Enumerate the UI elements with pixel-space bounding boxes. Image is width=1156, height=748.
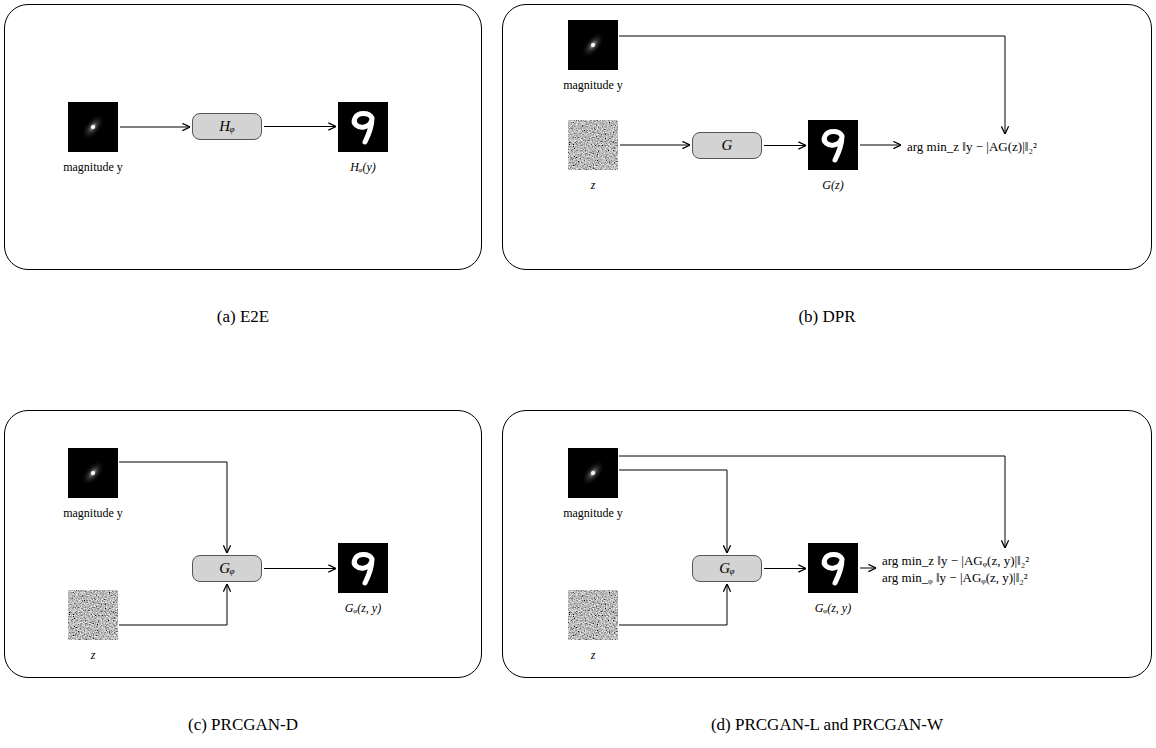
- panel-caption: (a) E2E: [217, 307, 269, 327]
- flow-arrow: [619, 584, 727, 625]
- network-name: G: [722, 137, 733, 154]
- digit-image: [808, 543, 858, 593]
- flow-arrow: [264, 126, 336, 127]
- image-label: Gᵩ(z, y): [815, 601, 851, 616]
- flow-arrow: [619, 36, 1005, 134]
- noise-image: [568, 590, 618, 640]
- magnitude-image: [68, 102, 118, 152]
- image-label: magnitude y: [63, 506, 123, 521]
- image-tile: Gᵩ(z, y): [338, 543, 388, 593]
- image-label: magnitude y: [563, 78, 623, 93]
- flow-arrow: [764, 568, 806, 569]
- network-box: Hᵩ: [192, 113, 262, 140]
- image-label: magnitude y: [63, 160, 123, 175]
- panel-frame: (d) PRCGAN-L and PRCGAN-Wmagnitude yzGᵩG…: [502, 410, 1152, 678]
- image-tile: magnitude y: [68, 448, 118, 498]
- image-tile: z: [568, 120, 618, 170]
- objective-line: arg min_ᵩ ‖y − |AGᵩ(z, y)|‖₂²: [882, 569, 1029, 586]
- image-label: G(z): [822, 178, 843, 193]
- image-tile: z: [68, 590, 118, 640]
- image-tile: Gᵩ(z, y): [808, 543, 858, 593]
- flow-arrow: [119, 584, 227, 625]
- image-tile: z: [568, 590, 618, 640]
- panel-caption: (b) DPR: [798, 307, 855, 327]
- panel-caption: (c) PRCGAN-D: [188, 715, 298, 735]
- flow-arrow: [860, 145, 901, 146]
- panel-frame: (b) DPRmagnitude yzGG(z)arg min_z ‖y − |…: [502, 4, 1152, 270]
- image-tile: magnitude y: [568, 20, 618, 70]
- network-name: Gᵩ: [219, 560, 234, 577]
- image-label: z: [591, 178, 596, 193]
- objective-line: arg min_z ‖y − |AG(z)|‖₂²: [907, 138, 1037, 155]
- flow-arrow: [860, 568, 876, 569]
- flow-arrow: [764, 145, 806, 146]
- flow-arrow: [119, 462, 227, 553]
- digit-image: [338, 543, 388, 593]
- image-tile: magnitude y: [568, 448, 618, 498]
- objective-text: arg min_z ‖y − |AG(z)|‖₂²: [903, 136, 1041, 157]
- magnitude-image: [68, 448, 118, 498]
- panel-frame: (c) PRCGAN-Dmagnitude yzGᵩGᵩ(z, y): [4, 410, 482, 678]
- magnitude-image: [568, 448, 618, 498]
- panel-frame: (a) E2Emagnitude yHᵩHᵩ(y): [4, 4, 482, 270]
- network-name: Gᵩ: [719, 560, 734, 577]
- magnitude-image: [568, 20, 618, 70]
- digit-image: [808, 120, 858, 170]
- network-box: Gᵩ: [192, 555, 262, 582]
- image-tile: G(z): [808, 120, 858, 170]
- flow-arrow: [620, 145, 690, 146]
- network-name: Hᵩ: [219, 118, 234, 135]
- flow-arrow: [264, 568, 336, 569]
- flow-arrow: [120, 127, 190, 128]
- panel-caption: (d) PRCGAN-L and PRCGAN-W: [711, 715, 943, 735]
- image-tile: Hᵩ(y): [338, 102, 388, 152]
- image-label: z: [591, 648, 596, 663]
- network-box: Gᵩ: [692, 555, 762, 582]
- digit-image: [338, 102, 388, 152]
- network-box: G: [692, 132, 762, 159]
- objective-text: arg min_z ‖y − |AGᵩ(z, y)|‖₂²arg min_ᵩ ‖…: [878, 550, 1033, 588]
- noise-image: [68, 590, 118, 640]
- flow-arrow: [619, 470, 727, 553]
- objective-line: arg min_z ‖y − |AGᵩ(z, y)|‖₂²: [882, 552, 1029, 569]
- image-tile: magnitude y: [68, 102, 118, 152]
- noise-image: [568, 120, 618, 170]
- image-label: Hᵩ(y): [350, 160, 376, 175]
- image-label: magnitude y: [563, 506, 623, 521]
- image-label: Gᵩ(z, y): [345, 601, 381, 616]
- image-label: z: [91, 648, 96, 663]
